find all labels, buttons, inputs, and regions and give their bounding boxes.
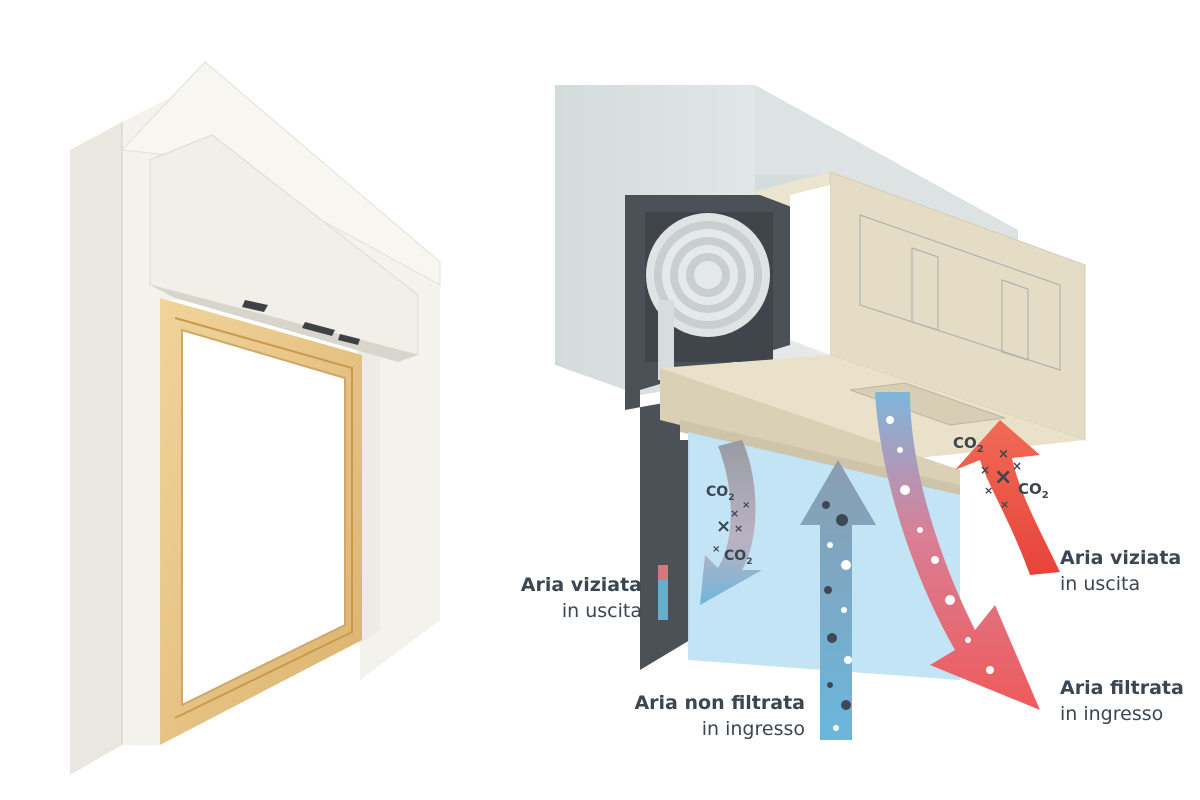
frame-right-jamb — [358, 295, 380, 645]
svg-text:×: × — [742, 500, 750, 511]
co2-markers: CO2 CO2 × × × × × CO2 CO2 × × × × × × — [706, 434, 1049, 567]
label-filtered-air: Aria filtrata in ingresso — [1060, 675, 1195, 727]
svg-text:×: × — [734, 522, 743, 535]
co2-label-left-bottom: CO2 — [724, 548, 752, 567]
label-stale-air-right: Aria viziata in uscita — [1060, 545, 1195, 597]
label-stale-air-right-sub: in uscita — [1060, 573, 1141, 595]
window-frame-illustration — [70, 61, 441, 775]
sash-line — [174, 317, 353, 719]
shutter-box-front — [149, 134, 419, 356]
label-stale-air-right-title: Aria viziata — [1060, 547, 1182, 569]
vent-unit-outline — [859, 214, 1061, 371]
label-stale-air-left-sub: in uscita — [561, 600, 642, 622]
svg-text:×: × — [1012, 459, 1022, 473]
co2-cross-left: × — [716, 516, 731, 537]
svg-text:×: × — [984, 484, 993, 497]
co2-label-right-top: CO2 — [953, 434, 984, 455]
co2-cross-right: × — [994, 465, 1012, 490]
vent-slot-2 — [1001, 279, 1029, 361]
vent-unit-left-face — [790, 185, 830, 355]
label-unfiltered-air: Aria non filtrata in ingresso — [600, 690, 805, 742]
svg-text:×: × — [712, 544, 720, 555]
vent-grille-2 — [302, 322, 335, 336]
svg-text:×: × — [980, 463, 990, 477]
label-filtered-air-sub: in ingresso — [1060, 703, 1164, 725]
svg-text:×: × — [998, 447, 1009, 462]
shutter-roll — [646, 213, 770, 380]
label-stale-air-left: Aria viziata in uscita — [460, 572, 642, 624]
vent-unit-bottom — [660, 355, 1085, 460]
arrow-filtered-air — [875, 392, 1040, 710]
co2-label-right-bottom: CO2 — [1018, 480, 1049, 501]
vent-grille-1 — [242, 300, 268, 312]
label-unfiltered-air-sub: in ingresso — [701, 718, 805, 740]
vent-slot-1 — [911, 247, 939, 331]
label-stale-air-left-title: Aria viziata — [520, 574, 642, 596]
svg-text:×: × — [730, 507, 739, 520]
arrow-stale-air-left — [700, 440, 762, 605]
arrow-stale-air-right — [955, 420, 1060, 575]
label-filtered-air-title: Aria filtrata — [1060, 677, 1184, 699]
vent-grille-3 — [338, 334, 360, 345]
co2-label-left-top: CO2 — [706, 484, 734, 503]
airflow-arrows — [658, 392, 1060, 740]
air-particles — [822, 416, 994, 731]
svg-text:×: × — [1000, 498, 1009, 511]
window-glass — [181, 328, 346, 707]
arrow-unfiltered-air — [800, 460, 876, 740]
frame-side-panel — [70, 122, 122, 775]
label-unfiltered-air-title: Aria non filtrata — [634, 692, 805, 714]
